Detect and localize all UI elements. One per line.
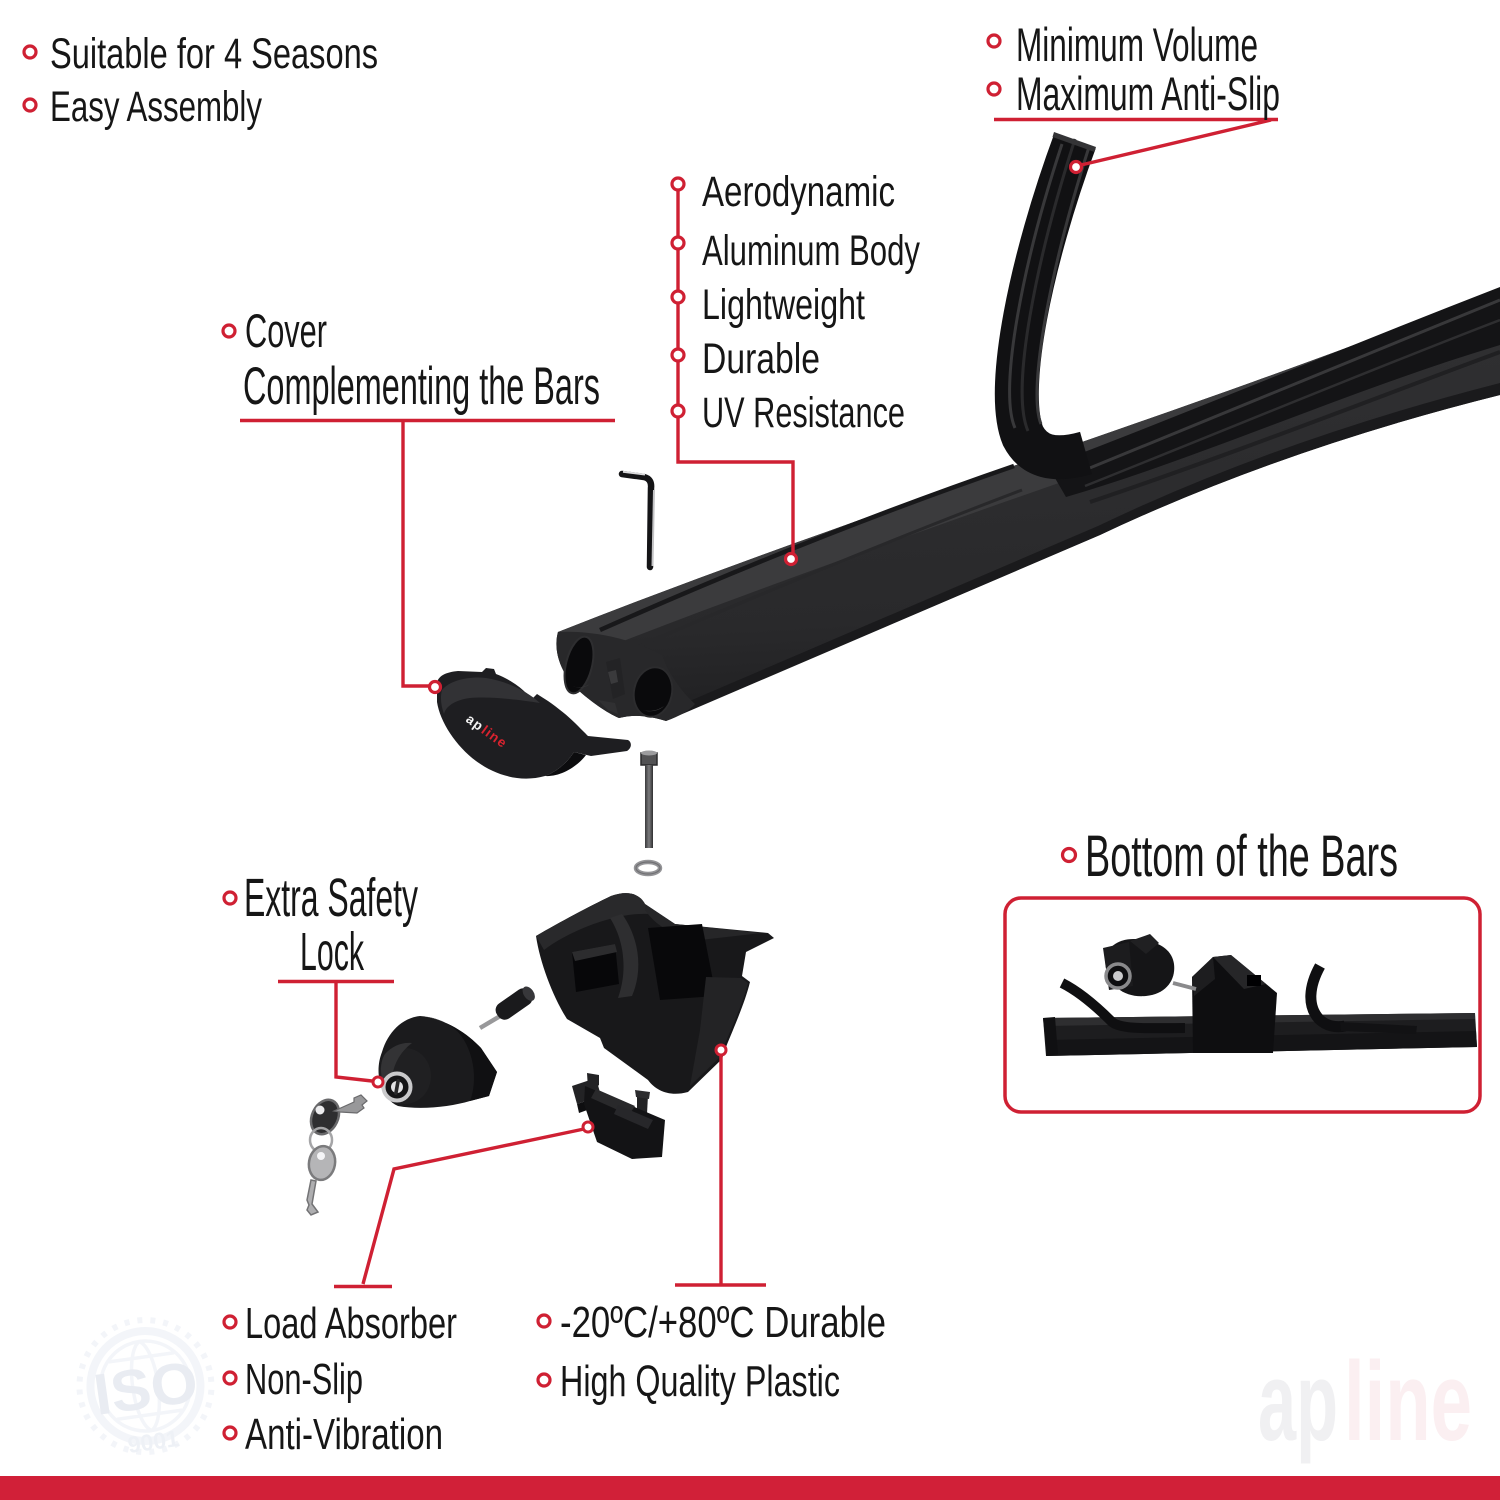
svg-text:Aluminum Body: Aluminum Body bbox=[702, 227, 920, 275]
svg-text:ISO: ISO bbox=[90, 1349, 202, 1428]
svg-text:UV Resistance: UV Resistance bbox=[702, 389, 905, 437]
svg-text:High Quality Plastic: High Quality Plastic bbox=[560, 1357, 840, 1406]
svg-text:-20ºC/+80ºC Durable: -20ºC/+80ºC Durable bbox=[560, 1298, 886, 1347]
svg-text:Extra Safety: Extra Safety bbox=[244, 868, 418, 928]
svg-text:Anti-Vibration: Anti-Vibration bbox=[245, 1410, 443, 1459]
svg-text:Lock: Lock bbox=[300, 922, 365, 982]
svg-text:Maximum Anti-Slip: Maximum Anti-Slip bbox=[1016, 67, 1280, 120]
svg-text:Complementing the Bars: Complementing the Bars bbox=[243, 357, 600, 416]
svg-text:Durable: Durable bbox=[702, 335, 820, 383]
svg-text:Load Absorber: Load Absorber bbox=[245, 1299, 457, 1348]
svg-text:Minimum Volume: Minimum Volume bbox=[1016, 18, 1258, 71]
svg-text:Aerodynamic: Aerodynamic bbox=[702, 168, 895, 216]
svg-text:Lightweight: Lightweight bbox=[702, 281, 865, 329]
svg-text:Cover: Cover bbox=[245, 304, 327, 357]
svg-text:Suitable for 4 Seasons: Suitable for 4 Seasons bbox=[50, 30, 378, 78]
svg-text:Bottom of the Bars: Bottom of the Bars bbox=[1085, 824, 1398, 889]
svg-text:Easy Assembly: Easy Assembly bbox=[50, 83, 262, 131]
svg-text:Non-Slip: Non-Slip bbox=[245, 1355, 363, 1404]
svg-text:line: line bbox=[1344, 1339, 1472, 1464]
svg-text:ap: ap bbox=[1258, 1339, 1338, 1464]
